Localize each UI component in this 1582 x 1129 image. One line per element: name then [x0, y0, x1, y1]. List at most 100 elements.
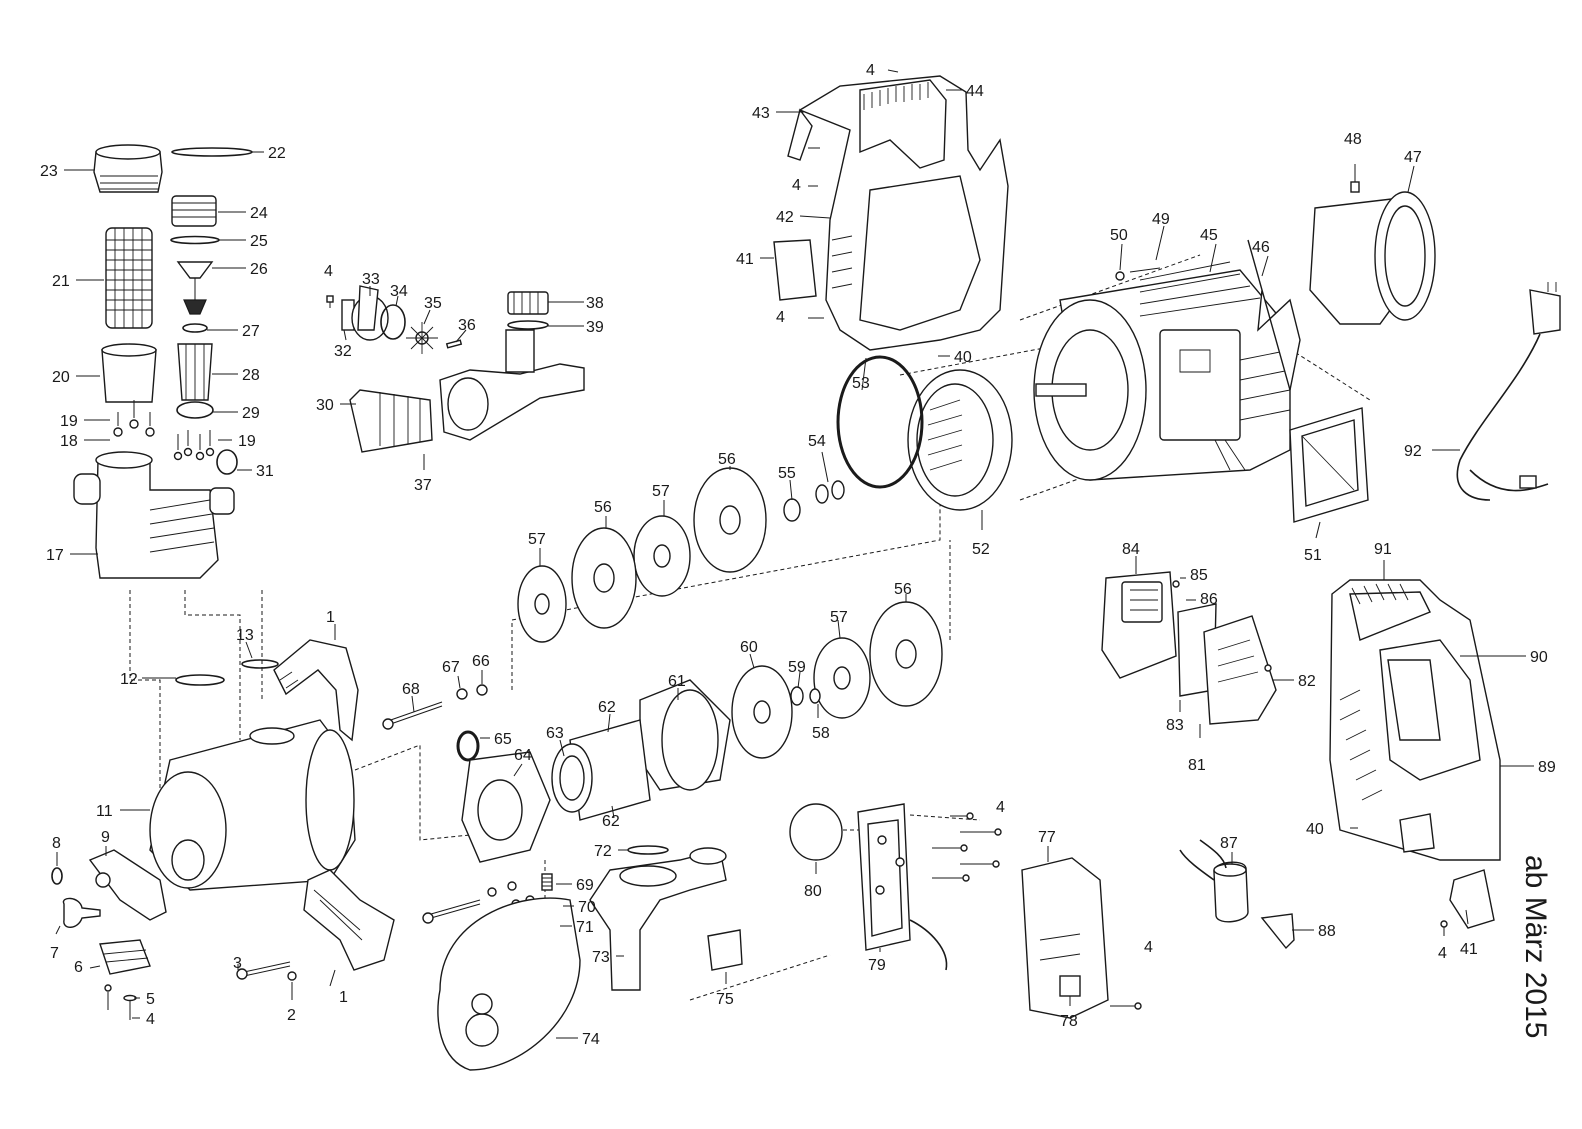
callout-56a: 56 — [718, 451, 736, 468]
callout-56b: 56 — [594, 499, 612, 516]
pump-base — [437, 845, 743, 1071]
callout-57c: 57 — [830, 609, 848, 626]
callout-56c: 56 — [894, 581, 912, 598]
callout-42: 42 — [776, 209, 794, 226]
callout-92: 92 — [1404, 443, 1422, 460]
callout-9: 9 — [101, 829, 110, 846]
callout-4f: 4 — [1144, 939, 1153, 956]
callout-38: 38 — [586, 295, 604, 312]
gasket — [1289, 407, 1369, 523]
handle-frame-upper — [773, 69, 1009, 357]
callout-50: 50 — [1110, 227, 1128, 244]
motor — [1033, 239, 1301, 481]
callout-61: 61 — [668, 673, 686, 690]
callout-52: 52 — [972, 541, 990, 558]
callout-21: 21 — [52, 273, 70, 290]
motor-flange — [836, 355, 1013, 511]
callout-74: 74 — [582, 1031, 600, 1048]
callout-4c: 4 — [776, 309, 785, 326]
callout-71: 71 — [576, 919, 594, 936]
callout-67: 67 — [442, 659, 460, 676]
edition-note: ab März 2015 — [1519, 855, 1552, 1039]
callout-57a: 57 — [652, 483, 670, 500]
drain-parts — [51, 849, 167, 1020]
callout-23: 23 — [40, 163, 58, 180]
callout-13: 13 — [236, 627, 254, 644]
callout-54: 54 — [808, 433, 826, 450]
callout-22: 22 — [268, 145, 286, 162]
callout-81: 81 — [1188, 757, 1206, 774]
callout-64: 64 — [514, 747, 532, 764]
callout-37: 37 — [414, 477, 432, 494]
callout-83: 83 — [1166, 717, 1184, 734]
callout-2: 2 — [287, 1007, 296, 1024]
stage-stack-lower — [551, 601, 943, 821]
callout-49: 49 — [1152, 211, 1170, 228]
callout-53: 53 — [852, 375, 870, 392]
callout-25: 25 — [250, 233, 268, 250]
capacitor — [1179, 839, 1295, 950]
callout-85: 85 — [1190, 567, 1208, 584]
callout-35: 35 — [424, 295, 442, 312]
cover-screws — [932, 812, 1002, 882]
callout-69: 69 — [576, 877, 594, 894]
callout-4a: 4 — [866, 62, 875, 79]
callout-34: 34 — [390, 283, 408, 300]
callout-12: 12 — [120, 671, 138, 688]
callout-79: 79 — [868, 957, 886, 974]
callout-46: 46 — [1252, 239, 1270, 256]
prefilter-assembly — [73, 144, 253, 579]
callout-4e: 4 — [996, 799, 1005, 816]
callout-78: 78 — [1060, 1013, 1078, 1030]
housing-cover — [1329, 579, 1501, 936]
callout-72: 72 — [594, 843, 612, 860]
control-unit — [1101, 571, 1277, 725]
callout-26: 26 — [250, 261, 268, 278]
screws-19 — [113, 400, 215, 461]
callout-70: 70 — [578, 899, 596, 916]
power-cable — [1456, 282, 1561, 501]
callout-27: 27 — [242, 323, 260, 340]
callout-4d: 4 — [324, 263, 333, 280]
callout-47: 47 — [1404, 149, 1422, 166]
callout-41a: 41 — [736, 251, 754, 268]
callout-4g: 4 — [1438, 945, 1447, 962]
callout-68: 68 — [402, 681, 420, 698]
callout-41b: 41 — [1460, 941, 1478, 958]
callout-60: 60 — [740, 639, 758, 656]
callout-51: 51 — [1304, 547, 1322, 564]
callout-4h: 4 — [146, 1011, 155, 1028]
callout-11: 11 — [96, 803, 113, 820]
callout-32: 32 — [334, 343, 352, 360]
callout-31: 31 — [256, 463, 274, 480]
callout-20: 20 — [52, 369, 70, 386]
callout-88: 88 — [1318, 923, 1336, 940]
callout-30: 30 — [316, 397, 334, 414]
callout-45: 45 — [1200, 227, 1218, 244]
callout-59: 59 — [788, 659, 806, 676]
callout-86: 86 — [1200, 591, 1218, 608]
callout-28: 28 — [242, 367, 260, 384]
callout-48: 48 — [1344, 131, 1362, 148]
callout-40a: 40 — [954, 349, 972, 366]
callout-7: 7 — [50, 945, 59, 962]
callout-89: 89 — [1538, 759, 1556, 776]
pump-housing — [149, 639, 395, 971]
callout-40b: 40 — [1306, 821, 1324, 838]
callout-84: 84 — [1122, 541, 1140, 558]
callout-62a: 62 — [598, 699, 616, 716]
callout-65: 65 — [494, 731, 512, 748]
callout-91: 91 — [1374, 541, 1392, 558]
callout-6: 6 — [74, 959, 83, 976]
callout-44: 44 — [966, 83, 984, 100]
injector-assembly — [326, 285, 585, 453]
callout-5: 5 — [146, 991, 155, 1008]
callout-55: 55 — [778, 465, 796, 482]
fan-cover — [1309, 164, 1436, 325]
callout-33: 33 — [362, 271, 380, 288]
callout-57b: 57 — [528, 531, 546, 548]
callout-36: 36 — [458, 317, 476, 334]
callout-58: 58 — [812, 725, 830, 742]
